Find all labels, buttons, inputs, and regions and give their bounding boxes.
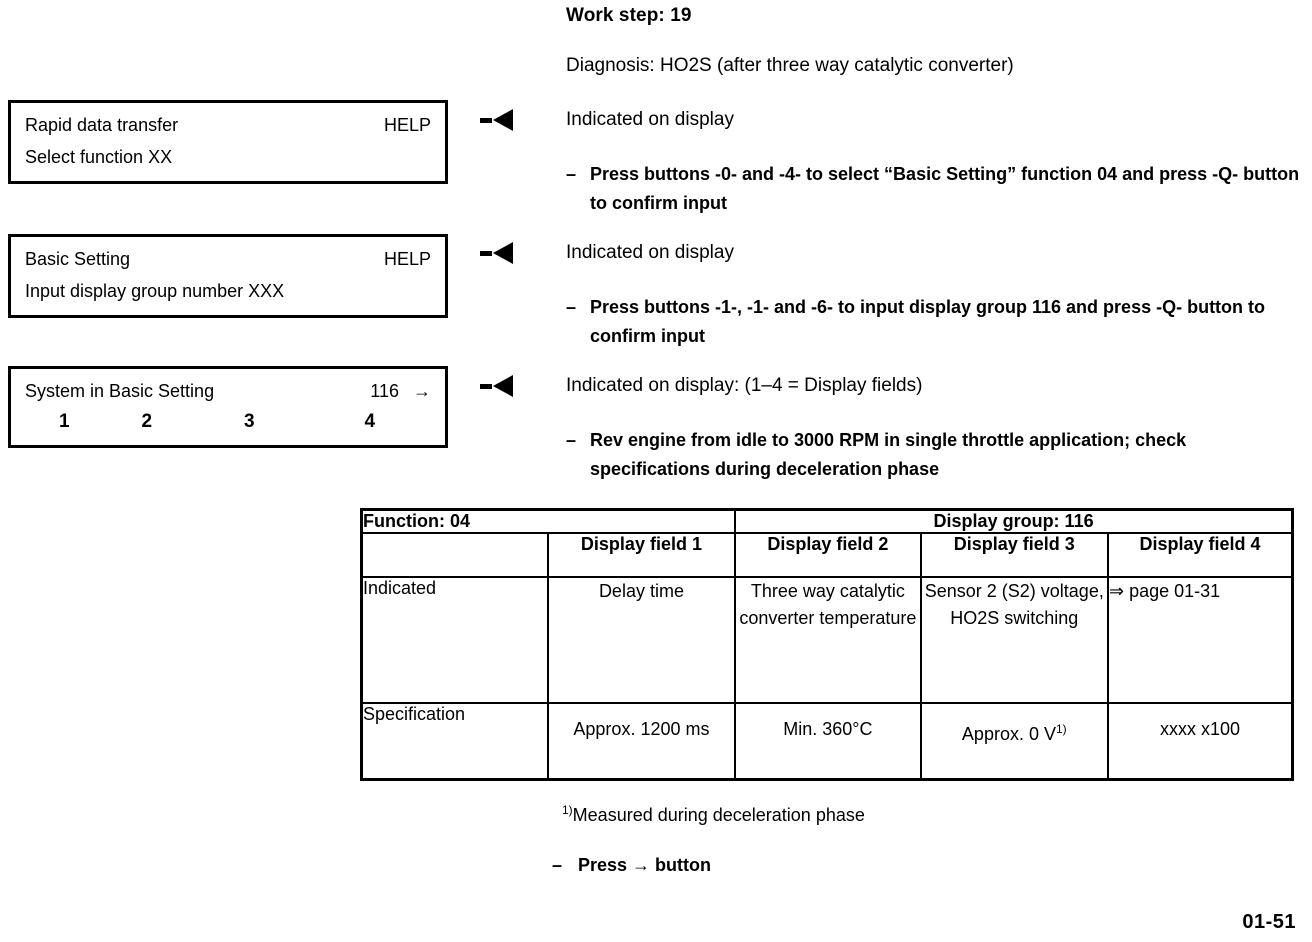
specification-field-4: xxxx x100 [1107,702,1294,780]
display-field-number-4: 4 [364,411,376,432]
final-instruction: –Press → button [552,855,711,876]
specification-field-3: Approx. 0 V1) [919,702,1110,780]
display-1-help-label: HELP [383,115,431,135]
table-footnote: 1)Measured during deceleration phase [562,803,865,826]
function-label: Function: 04 [360,508,737,534]
display-3-group-number: 116 [370,381,399,401]
instruction-3-heading: Indicated on display: (1–4 = Display fie… [566,375,923,396]
display-3-right-group: 116 → [370,375,431,407]
work-step-heading: Work step: 19 [566,5,692,26]
indicated-field-1: Delay time [546,576,737,704]
specification-field-1: Approx. 1200 ms [546,702,737,780]
row-label-specification: Specification [360,702,549,780]
instruction-2-bullet: – Press buttons -1-, -1- and -6- to inpu… [566,293,1308,351]
scan-tool-display-2: Basic Setting HELP Input display group n… [8,234,448,318]
display-1-line-2: Select function XX [25,147,173,167]
display-1-line-1: Rapid data transfer HELP [25,109,431,141]
indicated-field-4: ⇒ page 01-31 [1107,576,1294,704]
header-blank-cell [360,532,549,578]
instruction-3-text: Rev engine from idle to 3000 RPM in sing… [590,430,1187,479]
header-display-field-2: Display field 2 [734,532,922,578]
indicated-field-2: Three way catalytic converter temperatur… [734,576,922,704]
final-instruction-text: Press → button [578,855,712,875]
specification-table: Function: 04 Display group: 116 Display … [360,508,1294,781]
instruction-block-2: Indicated on display – Press buttons -1-… [566,239,1308,351]
display-1-title: Rapid data transfer [25,115,179,135]
footnote-marker: 1) [562,803,573,817]
scan-tool-display-1: Rapid data transfer HELP Select function… [8,100,448,184]
display-3-title: System in Basic Setting [25,381,215,401]
row-label-indicated: Indicated [360,576,549,704]
table-row-specification: Specification Approx. 1200 ms Min. 360°C… [360,702,1294,780]
pointer-left-triangle-icon-2 [480,240,527,266]
instruction-block-3: Indicated on display: (1–4 = Display fie… [566,372,1308,484]
bullet-dash-icon: – [566,297,577,317]
footnote-text: Measured during deceleration phase [572,805,865,825]
display-field-number-3: 3 [244,411,255,432]
instruction-3-bullet: – Rev engine from idle to 3000 RPM in si… [566,426,1308,484]
diagnosis-heading: Diagnosis: HO2S (after three way catalyt… [566,55,1014,76]
specification-field-3-value: Approx. 0 V [961,724,1056,744]
display-2-help-label: HELP [383,249,431,269]
instruction-1-text: Press buttons -0- and -4- to select “Bas… [590,164,1300,213]
instruction-2-heading: Indicated on display [566,242,734,263]
header-display-field-1: Display field 1 [546,532,737,578]
display-3-field-numbers: 1 2 3 4 [25,407,431,437]
table-title-row: Function: 04 Display group: 116 [360,508,1294,534]
instruction-block-1: Indicated on display – Press buttons -0-… [566,106,1308,218]
instruction-2-text: Press buttons -1-, -1- and -6- to input … [590,297,1266,346]
right-arrow-icon: → [413,381,431,401]
table-row-indicated: Indicated Delay time Three way catalytic… [360,576,1294,704]
bullet-dash-icon: – [566,430,577,450]
instruction-1-heading: Indicated on display [566,109,734,130]
instruction-1-bullet: – Press buttons -0- and -4- to select “B… [566,160,1308,218]
display-3-line-1: System in Basic Setting 116 → [25,375,431,407]
indicated-field-3: Sensor 2 (S2) voltage, HO2S switching [919,576,1110,704]
footnote-marker-superscript: 1) [1055,722,1067,736]
header-display-field-4: Display field 4 [1107,532,1294,578]
bullet-dash-icon: – [566,164,577,184]
specification-field-2: Min. 360°C [734,702,922,780]
display-2-line-1: Basic Setting HELP [25,243,431,275]
scan-tool-display-3: System in Basic Setting 116 → 1 2 3 4 [8,366,448,448]
table-header-row: Display field 1 Display field 2 Display … [360,532,1294,578]
display-field-number-2: 2 [141,411,153,432]
page-number: 01-51 [1242,911,1296,933]
display-group-label: Display group: 116 [734,508,1294,534]
header-display-field-3: Display field 3 [919,532,1110,578]
pointer-left-triangle-icon-3 [480,373,527,399]
display-2-title: Basic Setting [25,249,131,269]
display-field-number-1: 1 [59,411,70,432]
display-2-line-2: Input display group number XXX [25,281,285,301]
pointer-left-triangle-icon-1 [480,107,527,133]
bullet-dash-icon: – [552,855,563,875]
